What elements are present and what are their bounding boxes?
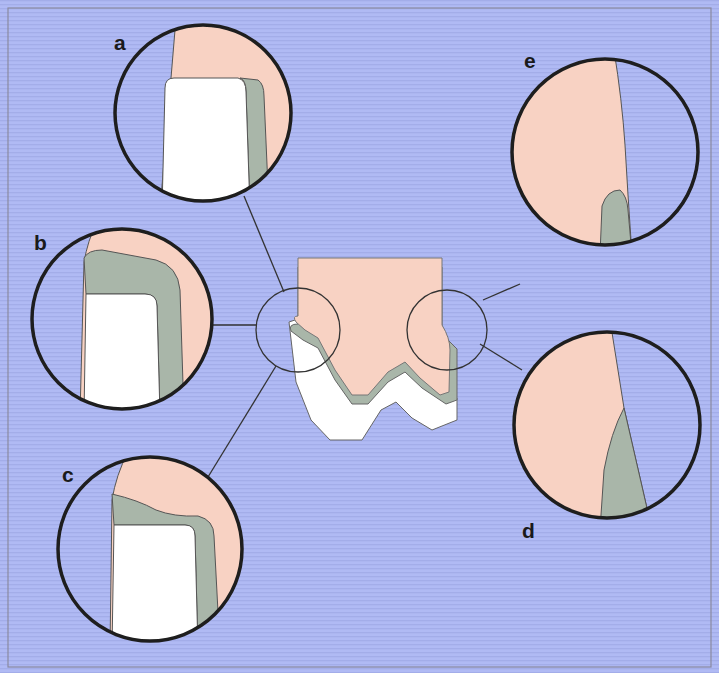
- detail-letter: b: [34, 232, 47, 253]
- frame: [8, 8, 711, 667]
- detail-d: [500, 320, 700, 530]
- detail-letter: e: [524, 50, 536, 71]
- tooth-section: [256, 258, 487, 440]
- detail-e: [500, 50, 698, 255]
- detail-c: [58, 452, 260, 650]
- detail-letter: c: [62, 464, 74, 485]
- detail-circle: [407, 290, 487, 370]
- leader-lines: [208, 196, 522, 477]
- detail-b: [32, 224, 222, 415]
- detail-a: [115, 18, 300, 210]
- tooth-die: [294, 258, 450, 395]
- detail-letter: a: [114, 32, 126, 53]
- detail-circle: [256, 288, 340, 372]
- detail-letter: d: [522, 520, 535, 541]
